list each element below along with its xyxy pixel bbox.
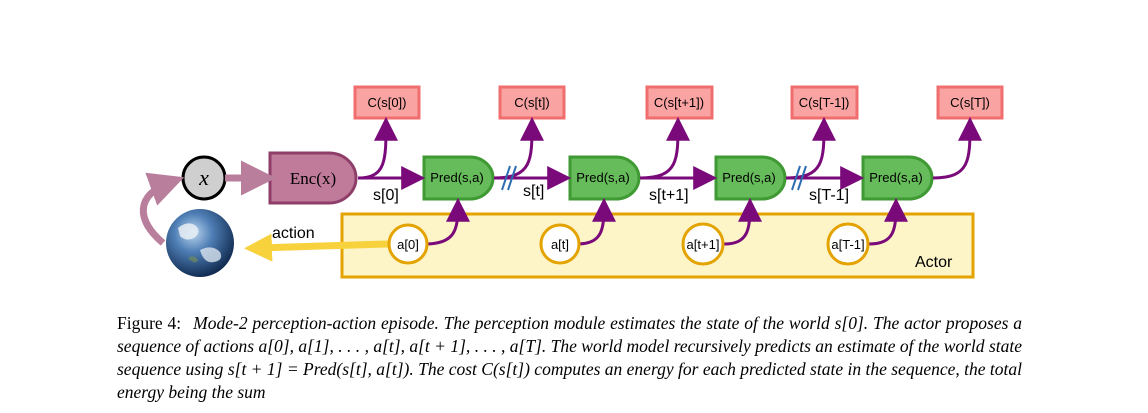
action-arrow-3 xyxy=(868,197,908,246)
encoder-block: Enc(x) xyxy=(268,151,358,205)
pred-label: Pred(s,a) xyxy=(576,170,629,185)
cost-label: C(s[T]) xyxy=(950,95,990,110)
pred-block-0: Pred(s,a) xyxy=(422,155,495,201)
state-arrow-pred0-cost1 xyxy=(493,116,544,180)
action-node-label: a[0] xyxy=(397,237,419,252)
state-label: s[0] xyxy=(373,187,399,204)
sequence-break-mark-1 xyxy=(501,165,517,191)
feedback-arrow xyxy=(139,172,185,246)
actor-label: Actor xyxy=(915,254,953,271)
state-label: s[t] xyxy=(523,183,544,200)
state-arrow-pred1-cost2 xyxy=(639,116,690,180)
cost-box-0: C(s[0]) xyxy=(353,85,421,120)
cost-box-2: C(s[t+1]) xyxy=(645,85,714,120)
pred-block-1: Pred(s,a) xyxy=(568,155,641,201)
encoder-label: Enc(x) xyxy=(290,169,336,188)
observation-node: x xyxy=(181,155,227,201)
cost-box-4: C(s[T]) xyxy=(936,85,1004,120)
cost-label: C(s[t+1]) xyxy=(654,95,704,110)
cost-label: C(s[T-1]) xyxy=(799,95,850,110)
sequence-break-mark-2 xyxy=(791,165,807,191)
pred-block-3: Pred(s,a) xyxy=(861,155,934,201)
action-node-label: a[t+1] xyxy=(687,237,720,252)
state-arrow-enc-cost0 xyxy=(357,116,398,180)
caption-label: Figure 4: xyxy=(117,313,182,333)
action-node-3: a[T-1] xyxy=(826,222,870,266)
pred-block-2: Pred(s,a) xyxy=(714,155,787,201)
cost-label: C(s[t]) xyxy=(514,95,549,110)
action-arrow-1 xyxy=(576,197,616,246)
action-node-2: a[t+1] xyxy=(681,222,725,266)
state-label: s[t+1] xyxy=(649,187,689,204)
figure-caption: Figure 4:Mode-2 perception-action episod… xyxy=(117,312,1022,404)
observation-symbol: x xyxy=(198,165,209,190)
action-label: action xyxy=(272,225,315,242)
actor-panel xyxy=(340,212,975,279)
caption-text: Mode-2 perception-action episode. The pe… xyxy=(117,313,1023,402)
perception-action-diagram: Actor C(s[0]) C(s[t]) C(s[t+1]) C(s[T-1]… xyxy=(139,85,1004,279)
pred-label: Pred(s,a) xyxy=(869,170,922,185)
action-node-label: a[t] xyxy=(551,237,569,252)
action-arrow-2 xyxy=(723,197,762,246)
world-earth-icon xyxy=(166,209,234,277)
action-node-1: a[t] xyxy=(539,223,581,265)
pred-label: Pred(s,a) xyxy=(722,170,775,185)
action-node-label: a[T-1] xyxy=(831,237,864,252)
state-label: s[T-1] xyxy=(809,187,849,204)
cost-label: C(s[0]) xyxy=(368,95,407,110)
action-node-0: a[0] xyxy=(387,223,429,265)
cost-box-1: C(s[t]) xyxy=(498,85,566,120)
action-arrow xyxy=(244,233,389,262)
action-arrow-0 xyxy=(424,197,470,246)
state-arrow-pred3-cost4 xyxy=(932,116,982,180)
pred-label: Pred(s,a) xyxy=(430,170,483,185)
cost-box-3: C(s[T-1]) xyxy=(790,85,859,120)
